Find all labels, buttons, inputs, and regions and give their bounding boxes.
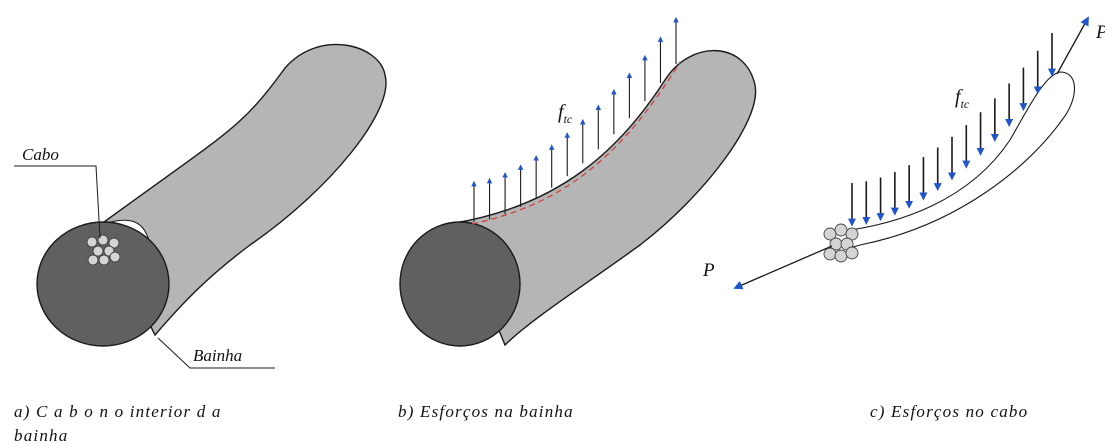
force-label: ftc [955, 86, 970, 111]
caption-a: a) C a b o n o interior d a [14, 402, 222, 421]
cable-label: Cabo [22, 145, 59, 164]
sheath-end-face [36, 221, 170, 347]
cable-strands [823, 223, 859, 263]
cable-outline [833, 71, 1075, 248]
tension-label-right: P [1095, 22, 1105, 43]
cable-force-arrows [848, 33, 1056, 227]
caption-c: c) Esforços no cabo [870, 402, 1028, 421]
sheath-force-arrows [471, 16, 679, 222]
sheath-end-face [399, 221, 521, 347]
caption-a-line2: bainha [14, 426, 68, 445]
cable-leader-line [14, 165, 101, 239]
contact-line [471, 61, 681, 225]
tension-arrow-left [733, 245, 833, 290]
sheath-body [99, 43, 387, 337]
panel-a: Cabo Bainha [14, 43, 387, 369]
panel-c: ftc P P [702, 16, 1105, 290]
sheath-leader-line [157, 337, 275, 369]
caption-b: b) Esforços na bainha [398, 402, 574, 421]
sheath-body [454, 49, 757, 347]
panel-b: ftc [399, 16, 757, 347]
tension-label-left: P [702, 260, 715, 281]
cable-strands [86, 234, 121, 266]
force-label: ftc [558, 101, 573, 126]
tension-arrow-right [1056, 16, 1089, 75]
sheath-label: Bainha [193, 346, 242, 365]
